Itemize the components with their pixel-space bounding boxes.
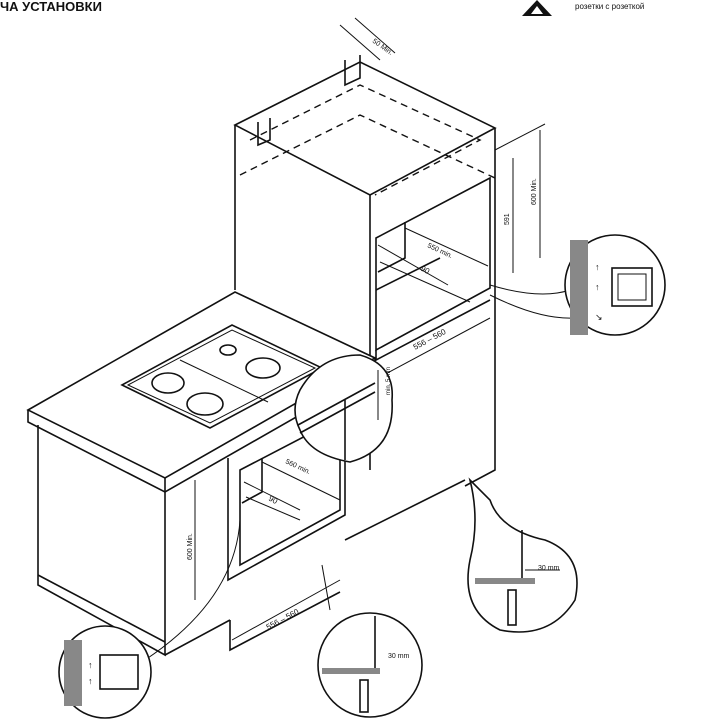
- dim-gap-bottom: 30 mm: [388, 653, 410, 660]
- burner-small: [219, 344, 237, 356]
- airflow-arrow-icon: ↑: [88, 660, 93, 670]
- dim-tall-min-height: 600 Min.: [531, 178, 538, 205]
- base-vent-detail: ↑ ↑: [58, 519, 241, 719]
- dim-tall-width: 556 – 560: [412, 327, 448, 352]
- burner-left: [151, 372, 185, 394]
- oven-vent-detail: ↑ ↑ ↘: [489, 234, 666, 336]
- base-cabinet: [26, 291, 466, 657]
- plinth-detail-right: 30 mm: [467, 477, 578, 633]
- section-title: ЧА УСТАНОВКИ: [0, 0, 102, 14]
- dim-tall-depth: 550 min.: [426, 242, 453, 260]
- warning-triangle-icon: [522, 0, 552, 16]
- tall-cabinet: [233, 55, 497, 487]
- dim-base-depth: 560 min.: [284, 458, 311, 476]
- hob-detail-callout: min. 5 mm: [294, 354, 393, 463]
- airflow-arrow-icon: ↑: [595, 262, 600, 272]
- burner-right: [245, 357, 281, 379]
- dim-tall-height: 591: [504, 213, 511, 225]
- plinth-detail-bottom: 30 mm: [317, 564, 423, 718]
- warning-note: розетки с розеткой: [575, 2, 645, 11]
- airflow-arrow-icon: ↑: [88, 676, 93, 686]
- burner-front: [186, 392, 224, 416]
- dim-hob-gap: min. 5 mm: [386, 367, 392, 395]
- dim-top-clearance: 50 Min.: [371, 38, 394, 57]
- airflow-arrow-icon: ↑: [595, 282, 600, 292]
- dim-gap-right: 30 mm: [538, 565, 560, 572]
- airflow-arrow-icon: ↘: [595, 312, 603, 322]
- dim-base-height: 600 Min.: [187, 533, 194, 560]
- dim-base-vent: 90: [267, 494, 280, 506]
- base-dimensions: 560 min. 90 556 – 560 600 Min.: [187, 458, 341, 641]
